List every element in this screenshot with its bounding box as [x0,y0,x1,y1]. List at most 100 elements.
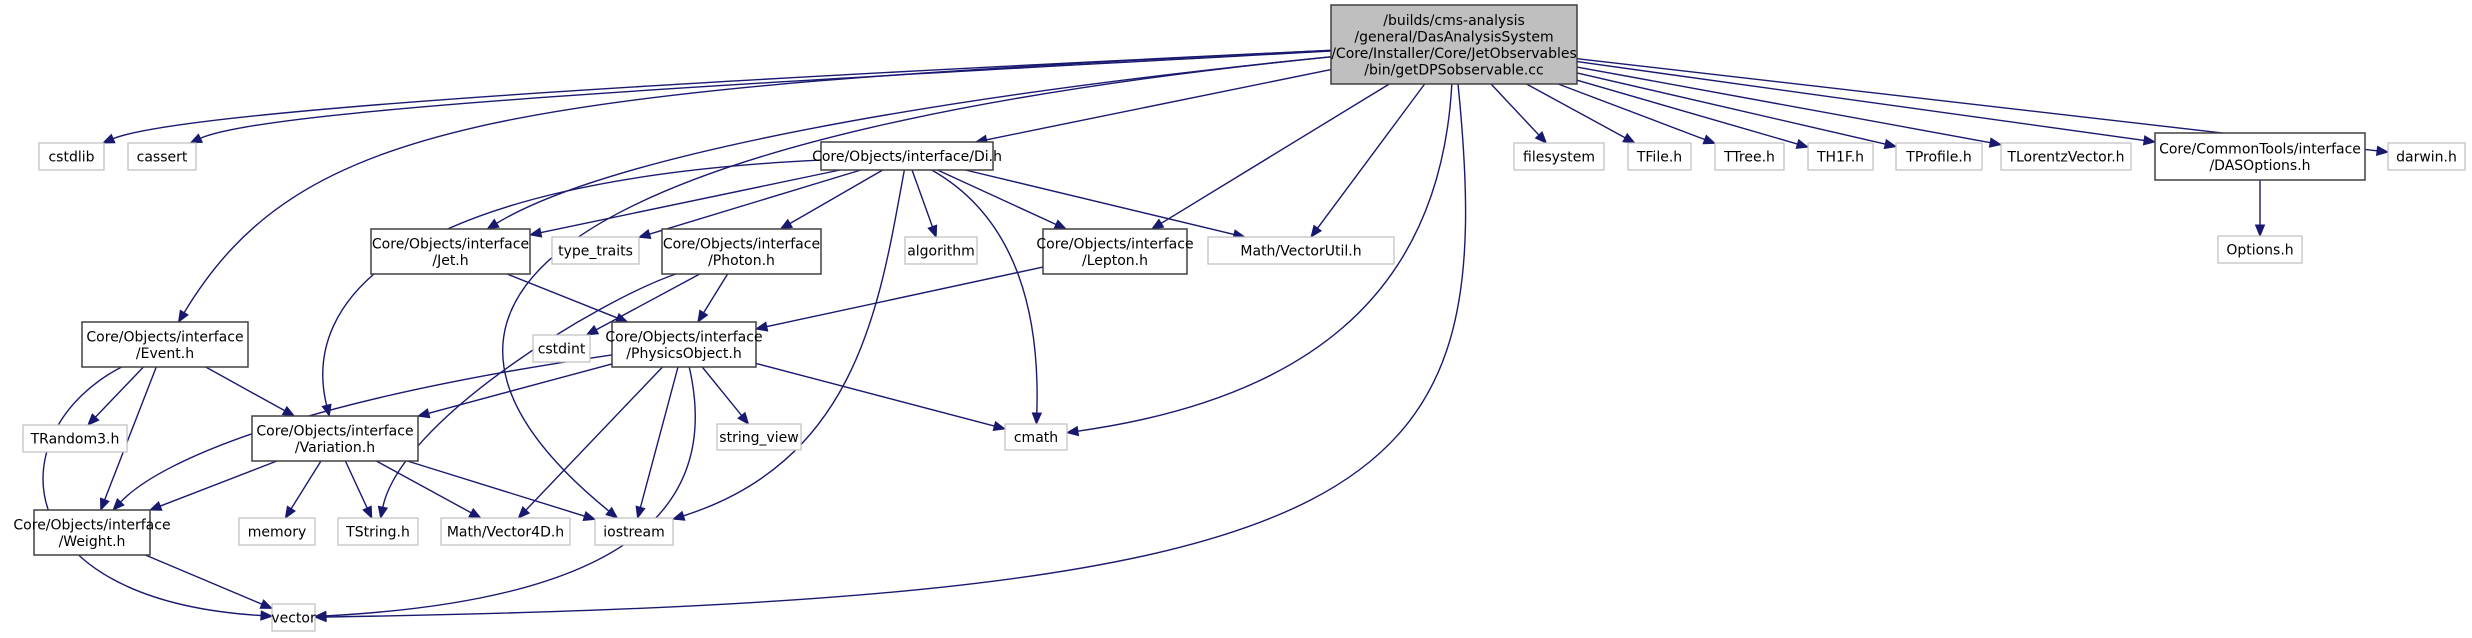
node-memory: memory [238,517,316,546]
edge-variation-to-memory [284,460,322,520]
node-jet[interactable]: Core/Objects/interface/Jet.h [370,228,531,275]
node-box [337,517,419,546]
node-lepton[interactable]: Core/Objects/interface/Lepton.h [1036,228,1194,275]
node-cmath: cmath [1004,423,1068,451]
node-label: TTree.h [1723,150,1775,166]
node-box [1513,142,1605,171]
arrowhead-icon [377,505,389,520]
arrowhead-icon [2142,135,2157,146]
node-label: TString.h [345,525,410,541]
arrowhead-icon [671,510,686,521]
node-label: TProfile.h [1905,150,1971,166]
arrowhead-icon [101,133,116,144]
node-label: TLorentzVector.h [2006,150,2124,166]
node-label: /Photon.h [708,253,775,269]
edge-variation-to-iostream [407,460,597,521]
node-tfile: TFile.h [1627,142,1692,171]
edge-root-to-vectorutil [1310,83,1426,239]
edge-root-to-tlorentzvector [1576,66,2003,148]
node-filesystem: filesystem [1513,142,1605,171]
node-box [38,142,105,171]
arrowhead-icon [260,610,274,621]
node-label: TFile.h [1636,150,1682,166]
node-box [1895,142,1983,171]
edge-variation-to-tstring [344,460,373,520]
node-box [1330,4,1578,85]
node-label: type_traits [558,244,633,260]
edge-root-to-th1f [1576,79,1810,149]
edge-di-to-jet [528,169,841,238]
arrowhead-icon [1702,134,1717,145]
node-label: Core/Objects/interface [372,236,529,252]
node-box [2387,142,2466,171]
node-box [370,228,531,275]
node-box [661,228,822,275]
node-box [251,415,419,462]
edge-physicsobject-to-variation [416,363,613,419]
arrowhead-icon [2375,145,2390,156]
arrowhead-icon [1883,138,1898,150]
edge-di-to-photon [779,169,884,230]
node-label: Core/Objects/interface [256,423,413,439]
edge-root-to-tfile [1526,83,1636,144]
node-label: /Variation.h [295,440,375,456]
node-di[interactable]: Core/Objects/interface/Di.h [812,141,1002,171]
edge-weight-to-vector [145,554,274,609]
arrowhead-icon [1031,412,1043,426]
node-box [2154,132,2366,181]
node-label: /Event.h [136,346,194,362]
node-box [127,142,197,171]
node-label: filesystem [1523,150,1595,166]
node-label: /Core/Installer/Core/JetObservables [1331,46,1577,62]
node-photon[interactable]: Core/Objects/interface/Photon.h [661,228,822,275]
node-box [81,321,249,368]
edge-variation-to-weight [148,460,278,511]
node-label: cmath [1014,430,1058,446]
arrowhead-icon [362,505,373,520]
node-label: cstdint [538,342,586,358]
edge-photon-to-tstring [377,273,677,520]
node-iostream: iostream [594,517,674,546]
arrowhead-icon [1795,138,1810,149]
node-label: /Weight.h [59,534,126,550]
edge-event-to-vector [42,366,274,621]
node-algorithm: algorithm [904,236,978,265]
arrowhead-icon [416,408,431,419]
arrowhead-icon [259,599,274,609]
node-variation[interactable]: Core/Objects/interface/Variation.h [251,415,419,462]
edge-di-to-type_traits [637,169,862,239]
node-box [1207,236,1395,265]
node-root[interactable]: /builds/cms-analysis/general/DasAnalysis… [1330,4,1578,85]
node-label: /general/DasAnalysisSystem [1354,29,1553,45]
arrowhead-icon [1150,218,1165,230]
node-box [1807,142,1874,171]
node-label: Options.h [2226,243,2293,259]
node-label: /bin/getDPSobservable.cc [1364,62,1543,78]
edge-di-to-iostream [671,169,906,521]
node-options: Options.h [2217,235,2303,264]
node-label: darwin.h [2396,150,2457,166]
edge-jet-to-physicsobject [506,273,629,323]
node-label: /DASOptions.h [2209,158,2310,174]
edge-variation-to-vector4d [375,460,482,519]
arrowhead-icon [284,505,296,520]
node-event[interactable]: Core/Objects/interface/Event.h [81,321,249,368]
node-dasoptions[interactable]: Core/CommonTools/interface/DASOptions.h [2154,132,2366,181]
node-box [33,509,151,556]
node-label: Core/CommonTools/interface [2159,141,2361,157]
edge-di-to-cmath [931,169,1043,426]
arrowhead-icon [1053,219,1068,230]
node-box [904,236,978,265]
node-box [1004,423,1068,451]
node-trandom3: TRandom3.h [22,424,128,453]
node-vectorutil: Math/VectorUtil.h [1207,236,1395,265]
node-cstdlib: cstdlib [38,142,105,171]
edge-root-to-di [974,68,1332,145]
node-physicsobject[interactable]: Core/Objects/interface/PhysicsObject.h [605,321,763,368]
node-weight[interactable]: Core/Objects/interface/Weight.h [13,509,171,556]
node-box [22,424,128,453]
node-ttree: TTree.h [1714,142,1785,171]
edge-root-to-filesystem [1490,83,1548,144]
node-box [551,236,640,265]
